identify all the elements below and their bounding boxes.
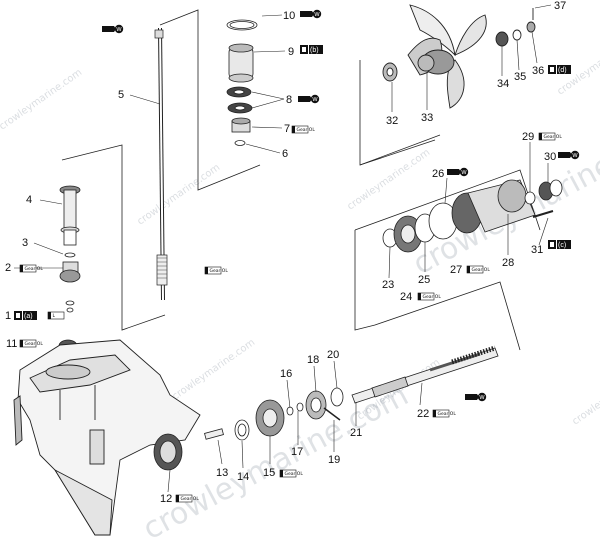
gear-oil-tag-15: Gear OL [279, 469, 304, 478]
gear-oil-tag-27: Gear OL [466, 265, 491, 274]
callout-5: 5 [118, 89, 124, 101]
svg-text:(c): (c) [558, 242, 566, 249]
callout-14: 14 [237, 471, 249, 483]
callout-15: 15 [263, 467, 275, 479]
svg-text:Gear OL: Gear OL [423, 294, 442, 300]
callout-6: 6 [282, 148, 288, 160]
callout-3: 3 [22, 237, 28, 249]
watermark-text: crowleymarine.com [170, 337, 257, 402]
watermark-text: crowleymarine.com [345, 147, 432, 212]
callout-23: 23 [382, 279, 394, 291]
callout-1: 1 [5, 310, 11, 322]
letter-badges: (a) (b) (c) (d) [14, 45, 571, 320]
callout-22: 22 [417, 408, 429, 420]
svg-text:Gear OL: Gear OL [181, 496, 200, 502]
bracket-lines [61, 9, 541, 351]
grease-icon [102, 24, 124, 34]
callout-7: 7 [284, 123, 290, 135]
svg-text:(d): (d) [558, 67, 567, 74]
grease-icon [447, 167, 469, 177]
svg-text:Gear OL: Gear OL [210, 268, 229, 274]
propeller-assembly [382, 4, 536, 109]
watermark-text: crowleymarine.com [570, 362, 600, 427]
gear-oil-tag-22: Gear OL [432, 409, 457, 418]
callout-11: 11 [6, 338, 17, 350]
forward-gear-assembly [153, 387, 344, 471]
propeller-shaft [351, 345, 499, 404]
callout-13: 13 [216, 467, 228, 479]
svg-text:Gear OL: Gear OL [25, 341, 44, 347]
callout-31: 31 [531, 244, 543, 256]
torque-tag-1: L [47, 311, 65, 320]
svg-text:Gear OL: Gear OL [438, 411, 457, 417]
callout-27: 27 [450, 264, 462, 276]
grease-icon [465, 392, 487, 402]
callout-2: 2 [5, 262, 11, 274]
callout-8: 8 [286, 94, 292, 106]
callout-9: 9 [288, 46, 294, 58]
upper-seal-stack [226, 19, 258, 146]
gear-oil-tag-7: Gear OL [291, 125, 316, 134]
callout-25: 25 [418, 274, 430, 286]
watermark-text: crowleymarine.com [555, 32, 600, 97]
drive-shaft [154, 27, 168, 301]
callout-12: 12 [160, 493, 172, 505]
callout-30: 30 [544, 151, 556, 163]
svg-text:(a): (a) [24, 313, 33, 320]
svg-text:Gear OL: Gear OL [544, 134, 563, 140]
callout-26: 26 [432, 168, 444, 180]
gear-oil-tag-12: Gear OL [175, 494, 200, 503]
grease-icon [300, 9, 322, 19]
svg-text:L: L [53, 313, 56, 319]
callout-37: 37 [554, 0, 566, 12]
water-pump-stack [58, 185, 81, 353]
badge-d: (d) [548, 65, 571, 74]
callout-18: 18 [307, 354, 319, 366]
svg-text:Gear OL: Gear OL [285, 471, 304, 477]
gear-oil-tag-29: Gear OL [538, 132, 563, 141]
callout-24: 24 [400, 291, 412, 303]
svg-text:Gear OL: Gear OL [297, 127, 316, 133]
watermark-text: crowleymarine.com [135, 162, 222, 227]
reverse-gear-assembly [382, 179, 563, 253]
grease-icon [558, 150, 580, 160]
badge-c: (c) [548, 240, 571, 249]
grease-icon [298, 94, 320, 104]
svg-text:Gear OL: Gear OL [25, 266, 44, 272]
badge-b: (b) [300, 45, 323, 54]
callout-34: 34 [497, 78, 509, 90]
gear-oil-tag-2: Gear OL [19, 264, 44, 273]
gear-oil-tags: Gear OL Gear OL Gear OL Gear OL Gear OL … [19, 125, 563, 503]
callout-29: 29 [522, 131, 534, 143]
callout-28: 28 [502, 257, 514, 269]
callout-4: 4 [26, 194, 32, 206]
gearcase-housing [13, 339, 201, 536]
callout-36: 36 [532, 65, 544, 77]
gear-oil-tag-5: Gear OL [204, 266, 229, 275]
callout-33: 33 [421, 112, 433, 124]
callout-labels: 10 9 8 7 6 5 4 3 2 1 11 12 13 14 15 16 1… [5, 0, 566, 505]
callout-16: 16 [280, 368, 292, 380]
badge-a: (a) [14, 311, 37, 320]
callout-35: 35 [514, 71, 526, 83]
svg-text:Gear OL: Gear OL [472, 267, 491, 273]
callout-10: 10 [283, 10, 295, 22]
leader-lines [14, 4, 552, 493]
svg-text:(b): (b) [310, 47, 319, 54]
callout-17: 17 [291, 446, 303, 458]
gear-oil-tag-11: Gear OL [19, 339, 44, 348]
watermark-text: crowleymarine.com [0, 67, 84, 132]
callout-32: 32 [386, 115, 398, 127]
callout-21: 21 [350, 427, 362, 439]
callout-20: 20 [327, 349, 339, 361]
gear-oil-tag-24: Gear OL [417, 292, 442, 301]
callout-19: 19 [328, 454, 340, 466]
